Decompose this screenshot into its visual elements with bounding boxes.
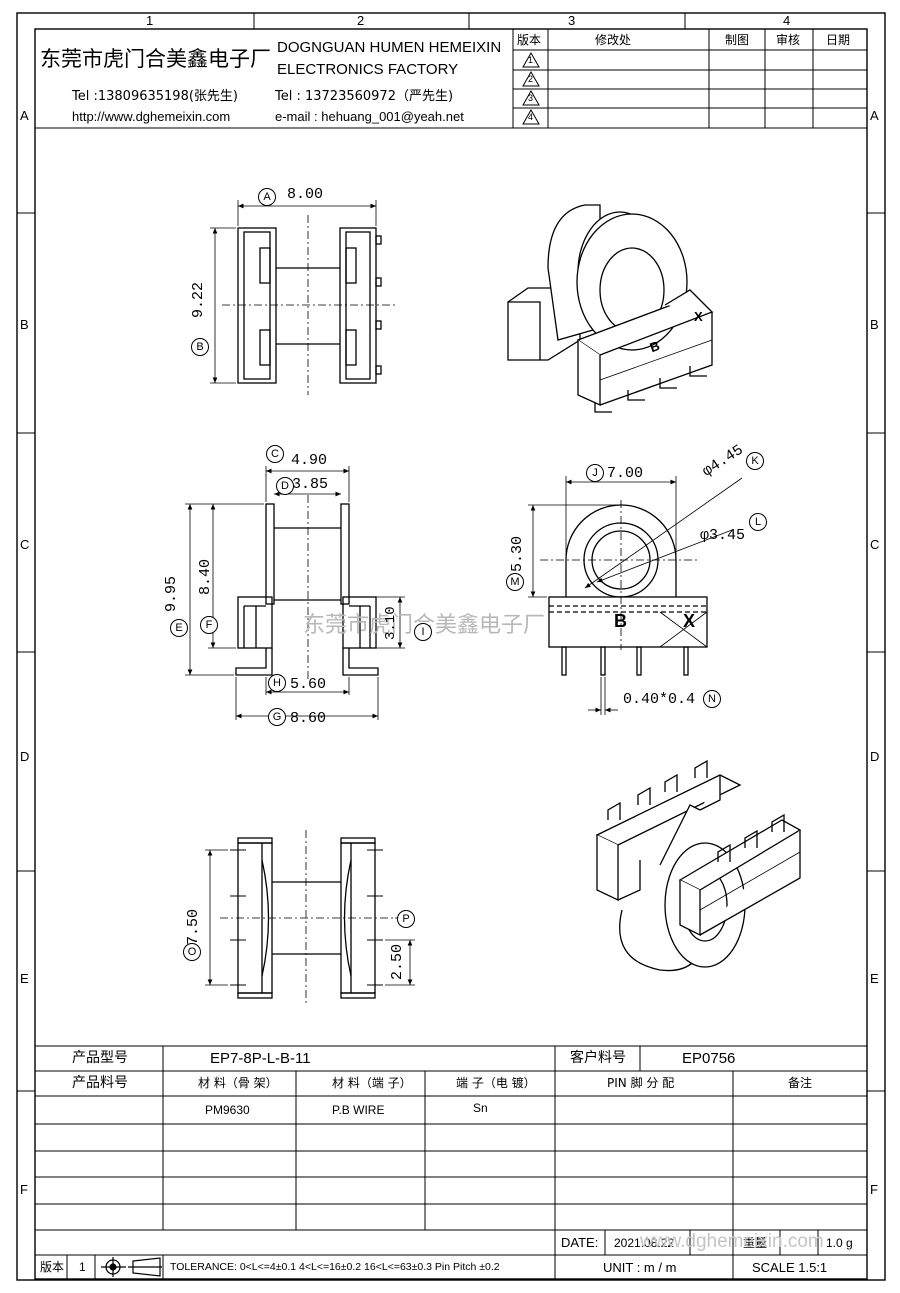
dim-i-value: 3.10 — [383, 606, 399, 640]
dim-g-tag: G — [268, 708, 286, 726]
dim-m-tag: M — [506, 573, 524, 591]
company-name-cn: 东莞市虎门合美鑫电子厂 — [40, 47, 271, 71]
tolerance-text: TOLERANCE: 0<L<=4±0.1 4<L<=16±0.2 16<L<=… — [170, 1261, 500, 1273]
dim-g-value: 8.60 — [290, 710, 327, 727]
version-label: 版本 — [40, 1260, 65, 1274]
ruler-row-b-right: B — [870, 317, 879, 332]
mark-x-side: X — [683, 611, 696, 631]
ruler-row-f-left: F — [20, 1182, 28, 1197]
weight-label: 重量 — [743, 1236, 768, 1250]
ruler-row-c-left: C — [20, 537, 30, 552]
dim-o-value: 7.50 — [185, 908, 202, 945]
dim-b-value: 9.22 — [190, 281, 207, 318]
dim-d-tag: D — [276, 477, 294, 495]
ruler-col-1: 1 — [146, 13, 154, 28]
ruler-row-f-right: F — [870, 1182, 878, 1197]
dim-c-tag: C — [266, 445, 284, 463]
dim-b-tag: B — [191, 338, 209, 356]
dim-p-value: 2.50 — [389, 943, 406, 980]
material-terminal-value: P.B WIRE — [332, 1103, 385, 1117]
rev-number-2: 2 — [528, 74, 534, 84]
dim-c-value: 4.90 — [291, 452, 328, 469]
dim-e-value: 9.95 — [163, 575, 180, 612]
dim-h-tag: H — [268, 674, 286, 692]
col-pin-assignment: PIN 脚 分 配 — [607, 1076, 675, 1090]
terminal-plating-value: Sn — [473, 1101, 488, 1115]
ruler-row-e-left: E — [20, 971, 29, 986]
url-watermark: www.dghemeixin.com — [640, 1231, 824, 1252]
rev-header-change: 修改处 — [595, 33, 632, 47]
website-link[interactable]: http://www.dghemeixin.com — [72, 109, 231, 124]
mark-b-side: B — [614, 611, 627, 631]
dim-p-tag: P — [397, 910, 415, 928]
col-material-terminal: 材 料（端 子） — [332, 1076, 412, 1090]
col-terminal-plating: 端 子（电 镀） — [456, 1076, 536, 1090]
dim-m-value: 5.30 — [509, 535, 526, 572]
ruler-col-2: 2 — [357, 13, 365, 28]
dim-n-value: 0.40*0.4 — [623, 691, 696, 708]
dim-i-tag: I — [414, 623, 432, 641]
dim-n-tag: N — [703, 690, 721, 708]
date-label: DATE: — [561, 1235, 599, 1250]
company-name-en-2: ELECTRONICS FACTORY — [277, 61, 459, 78]
ruler-row-e-right: E — [870, 971, 879, 986]
dim-o-tag: O — [183, 943, 201, 961]
weight-value: 1.0 g — [826, 1236, 853, 1250]
mark-x-iso: X — [694, 309, 703, 324]
dim-a-value: 8.00 — [287, 186, 324, 203]
dim-k-tag: K — [746, 452, 764, 470]
top-view — [210, 200, 395, 395]
rev-number-1: 1 — [528, 55, 534, 65]
model-label: 产品型号 — [72, 1050, 128, 1066]
dim-d-value: 3.85 — [292, 476, 329, 493]
tel-2: Tel : 13723560972（严先生) — [275, 89, 454, 104]
dim-h-value: 5.60 — [290, 676, 327, 693]
side-view — [528, 476, 743, 715]
rev-header-drawn: 制图 — [725, 33, 750, 47]
rev-header-version: 版本 — [517, 33, 542, 47]
email-link[interactable]: e-mail : hehuang_001@yeah.net — [275, 109, 464, 124]
dim-l-value: φ3.45 — [700, 527, 746, 544]
unit-text: UNIT : m / m — [603, 1260, 677, 1275]
ruler-col-4: 4 — [783, 13, 791, 28]
model-value: EP7-8P-L-B-11 — [210, 1050, 311, 1067]
ruler-row-c-right: C — [870, 537, 880, 552]
scale-text: SCALE 1.5:1 — [752, 1260, 828, 1275]
dim-f-tag: F — [200, 616, 218, 634]
company-name-en-1: DOGNGUAN HUMEN HEMEIXIN — [277, 39, 502, 56]
dim-e-tag: E — [170, 619, 188, 637]
isometric-view-bottom — [595, 759, 802, 972]
rev-number-4: 4 — [528, 112, 534, 122]
date-value: 2021.08.22 — [614, 1236, 675, 1250]
version-value: 1 — [79, 1260, 86, 1274]
customer-part-label: 客户料号 — [570, 1050, 626, 1066]
dim-l-tag: L — [749, 513, 767, 531]
tel-1: Tel :13809635198(张先生) — [72, 89, 238, 104]
isometric-view-top — [507, 204, 714, 413]
rev-header-date: 日期 — [826, 33, 851, 47]
dim-f-value: 8.40 — [197, 558, 214, 595]
rev-header-checked: 审核 — [776, 33, 801, 47]
ruler-row-a-left: A — [20, 108, 29, 123]
col-material-frame: 材 料（骨 架） — [198, 1076, 278, 1090]
dim-a-tag: A — [258, 188, 276, 206]
ruler-col-3: 3 — [568, 13, 576, 28]
part-number-label: 产品料号 — [72, 1075, 128, 1091]
col-notes: 备注 — [788, 1076, 813, 1090]
material-frame-value: PM9630 — [205, 1103, 250, 1117]
dim-j-tag: J — [586, 464, 604, 482]
ruler-row-b-left: B — [20, 317, 29, 332]
customer-part-value: EP0756 — [682, 1050, 736, 1067]
ruler-row-d-right: D — [870, 749, 880, 764]
bottom-view — [205, 830, 415, 1005]
rev-number-3: 3 — [528, 93, 534, 103]
ruler-row-d-left: D — [20, 749, 30, 764]
ruler-row-a-right: A — [870, 108, 879, 123]
dim-j-value: 7.00 — [607, 465, 644, 482]
